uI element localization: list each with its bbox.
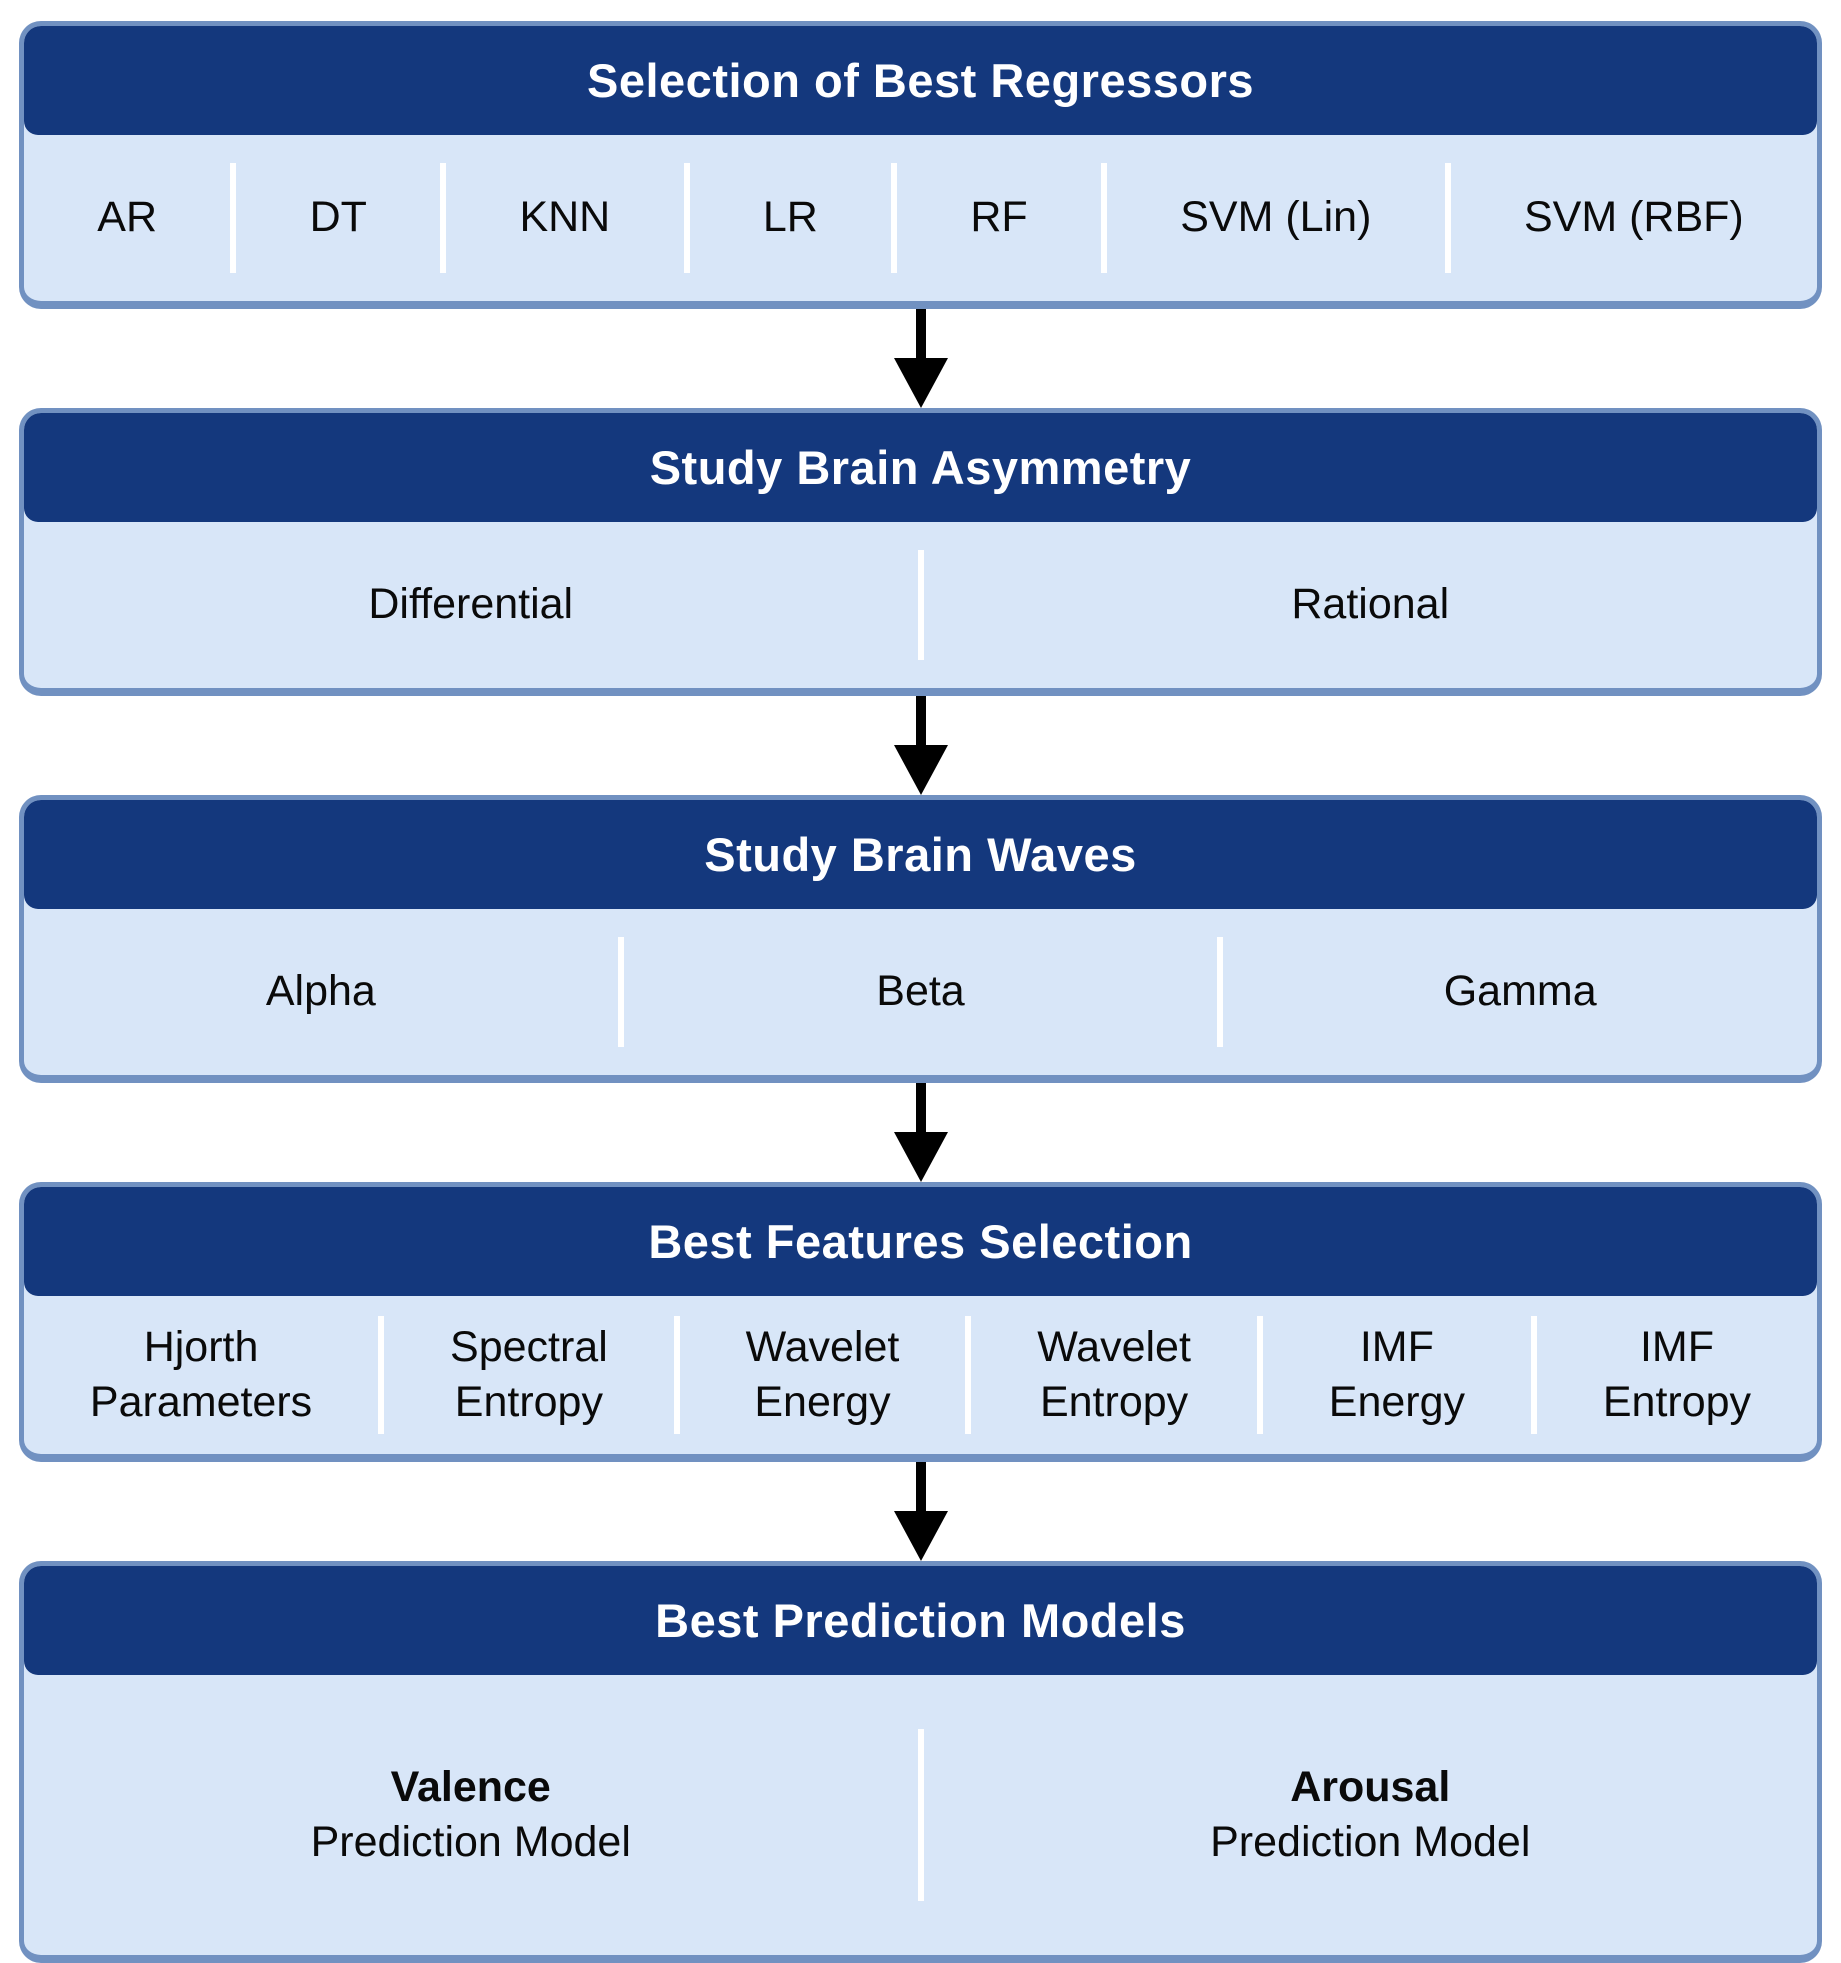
column-divider [1444, 163, 1451, 273]
down-arrow [19, 309, 1822, 408]
stage-item-line: KNN [519, 193, 611, 242]
stage-item-line: Arousal [1290, 1762, 1451, 1811]
stage-item-line: Differential [368, 580, 574, 629]
column-divider [965, 1316, 972, 1434]
stage-item: Rational [924, 528, 1818, 682]
stage-item-line: Prediction Model [1210, 1818, 1531, 1866]
column-divider [1530, 1316, 1537, 1434]
stage-item-line: Entropy [1039, 1378, 1189, 1426]
down-arrow-head-icon [893, 745, 948, 795]
down-arrow-stem [915, 1083, 926, 1137]
stage-title: Best Features Selection [24, 1187, 1817, 1296]
down-arrow-head-icon [893, 1511, 948, 1561]
stage-item-line: Alpha [265, 967, 376, 1016]
down-arrow [19, 696, 1822, 795]
stage-item: SVM (Lin) [1107, 141, 1445, 295]
stage-item: Gamma [1223, 915, 1817, 1069]
stage-item-line: SVM (RBF) [1523, 193, 1744, 242]
stage-item-line: SVM (Lin) [1180, 193, 1372, 242]
down-arrow [19, 1462, 1822, 1561]
stage-item-line: Wavelet [1037, 1322, 1191, 1371]
stage-item-line: Energy [754, 1378, 891, 1426]
stage-item-line: Beta [876, 967, 965, 1016]
stage-item: KNN [446, 141, 683, 295]
column-divider [683, 163, 690, 273]
stage-item-line: Hjorth [143, 1322, 259, 1371]
stage-title: Study Brain Asymmetry [24, 413, 1817, 522]
column-divider [917, 1729, 924, 1901]
column-divider [1256, 1316, 1263, 1434]
stage-item-line: AR [97, 193, 157, 242]
column-divider [440, 163, 447, 273]
down-arrow-head-icon [893, 1132, 948, 1182]
stage-item: SVM (RBF) [1451, 141, 1817, 295]
down-arrow-stem [915, 1462, 926, 1516]
column-divider [917, 550, 924, 660]
stage-body: Alpha Beta Gamma [24, 909, 1817, 1075]
stage-item-line: Rational [1291, 580, 1450, 629]
column-divider [230, 163, 237, 273]
stage-item: LR [690, 141, 892, 295]
stage-item-line: DT [309, 193, 367, 242]
stage-item-line: Entropy [1602, 1378, 1752, 1426]
stage-item: RF [897, 141, 1101, 295]
stage-body: Differential Rational [24, 522, 1817, 688]
stage-item-line: Gamma [1443, 967, 1597, 1016]
stage-item: DT [236, 141, 440, 295]
down-arrow-head-icon [893, 358, 948, 408]
stage-title: Selection of Best Regressors [24, 26, 1817, 135]
stage-item-line: IMF [1359, 1322, 1434, 1371]
column-divider [673, 1316, 680, 1434]
stage-item-line: IMF [1639, 1322, 1714, 1371]
stage-title: Study Brain Waves [24, 800, 1817, 909]
stage-item-line: LR [762, 193, 818, 242]
down-arrow-stem [915, 309, 926, 363]
stage-item-line: RF [970, 193, 1028, 242]
stage-body: AR DT KNN LR RF SVM (Lin) SVM (RBF) [24, 135, 1817, 301]
down-arrow [19, 1083, 1822, 1182]
column-divider [378, 1316, 385, 1434]
column-divider [1100, 163, 1107, 273]
column-divider [617, 937, 624, 1047]
stage-title: Best Prediction Models [24, 1566, 1817, 1675]
stage-item-line: Wavelet [745, 1322, 900, 1371]
stage-item-line: Spectral [450, 1322, 608, 1371]
stage-item: Beta [624, 915, 1218, 1069]
stage-item-line: Parameters [89, 1378, 313, 1426]
column-divider [1217, 937, 1224, 1047]
stage-item: AR [24, 141, 230, 295]
column-divider [891, 163, 898, 273]
stage-item: Differential [24, 528, 918, 682]
stage-item-line: Prediction Model [310, 1818, 631, 1866]
stage-item: Alpha [24, 915, 618, 1069]
down-arrow-stem [915, 696, 926, 750]
stage-item-line: Energy [1328, 1378, 1466, 1426]
stage-item-line: Entropy [454, 1378, 603, 1426]
stage-item: IMF Energy [1263, 1302, 1531, 1448]
stage-item: IMF Entropy [1537, 1302, 1817, 1448]
stage-item-line: Valence [390, 1762, 551, 1811]
